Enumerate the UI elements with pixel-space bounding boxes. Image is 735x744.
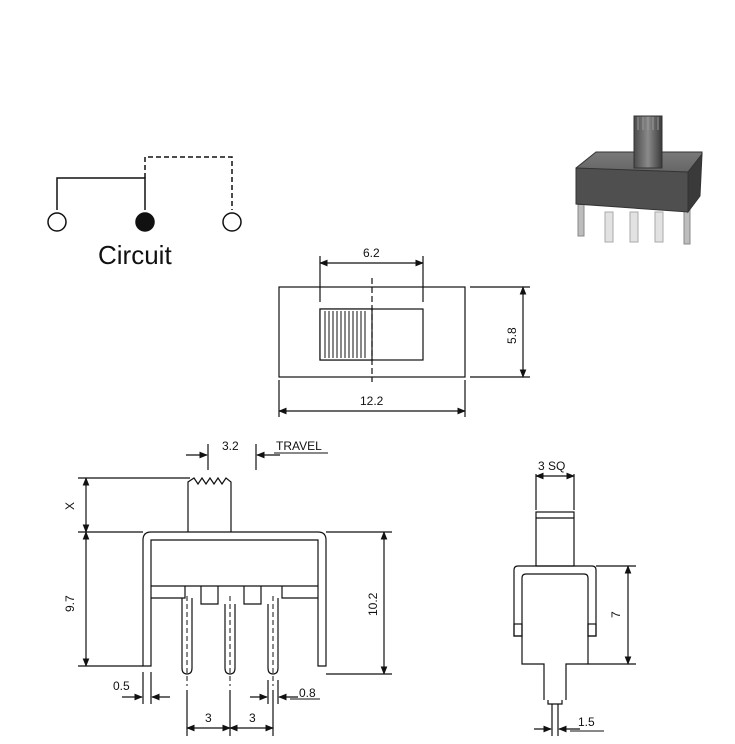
dim-actuator-height: X (63, 502, 77, 510)
dim-body-length: 12.2 (360, 394, 384, 408)
front-view (78, 444, 392, 736)
terminal-right (222, 212, 242, 232)
front-pin-3 (267, 598, 279, 675)
terminal-common (135, 212, 155, 232)
dim-pin-spacing: 1.5 (578, 715, 595, 729)
front-pin-2 (224, 604, 236, 675)
circuit-label: Circuit (98, 240, 172, 270)
circuit-schematic (47, 156, 242, 232)
slider-ridges (324, 311, 366, 358)
dim-body-height-front: 9.7 (63, 595, 77, 612)
dim-pin-offset: 0.5 (113, 679, 130, 693)
terminal-left (47, 212, 67, 232)
dim-actuator-square: 3 SQ (538, 459, 565, 473)
dim-total-height: 10.2 (366, 592, 380, 616)
side-actuator (535, 511, 575, 567)
side-view (513, 472, 636, 736)
dim-pitch-right: 3 (249, 711, 256, 725)
front-pin-1 (181, 598, 193, 675)
top-view (278, 256, 530, 417)
dim-travel-label: TRAVEL (276, 439, 322, 453)
dim-slider-width: 6.2 (363, 246, 380, 260)
front-body (142, 531, 327, 667)
dim-pitch-left: 3 (205, 711, 212, 725)
dim-travel-value: 3.2 (222, 439, 239, 453)
slider-knob (319, 308, 373, 361)
dim-leg-height: 7 (609, 611, 623, 618)
side-body (513, 565, 597, 637)
dim-pin-width: 0.8 (299, 686, 316, 700)
front-actuator (187, 476, 232, 532)
switch-photo (575, 115, 703, 245)
circuit-solid-line (56, 177, 146, 210)
circuit-dashed-line (144, 156, 233, 210)
side-pin (547, 700, 563, 705)
dim-body-height: 5.8 (505, 327, 519, 344)
